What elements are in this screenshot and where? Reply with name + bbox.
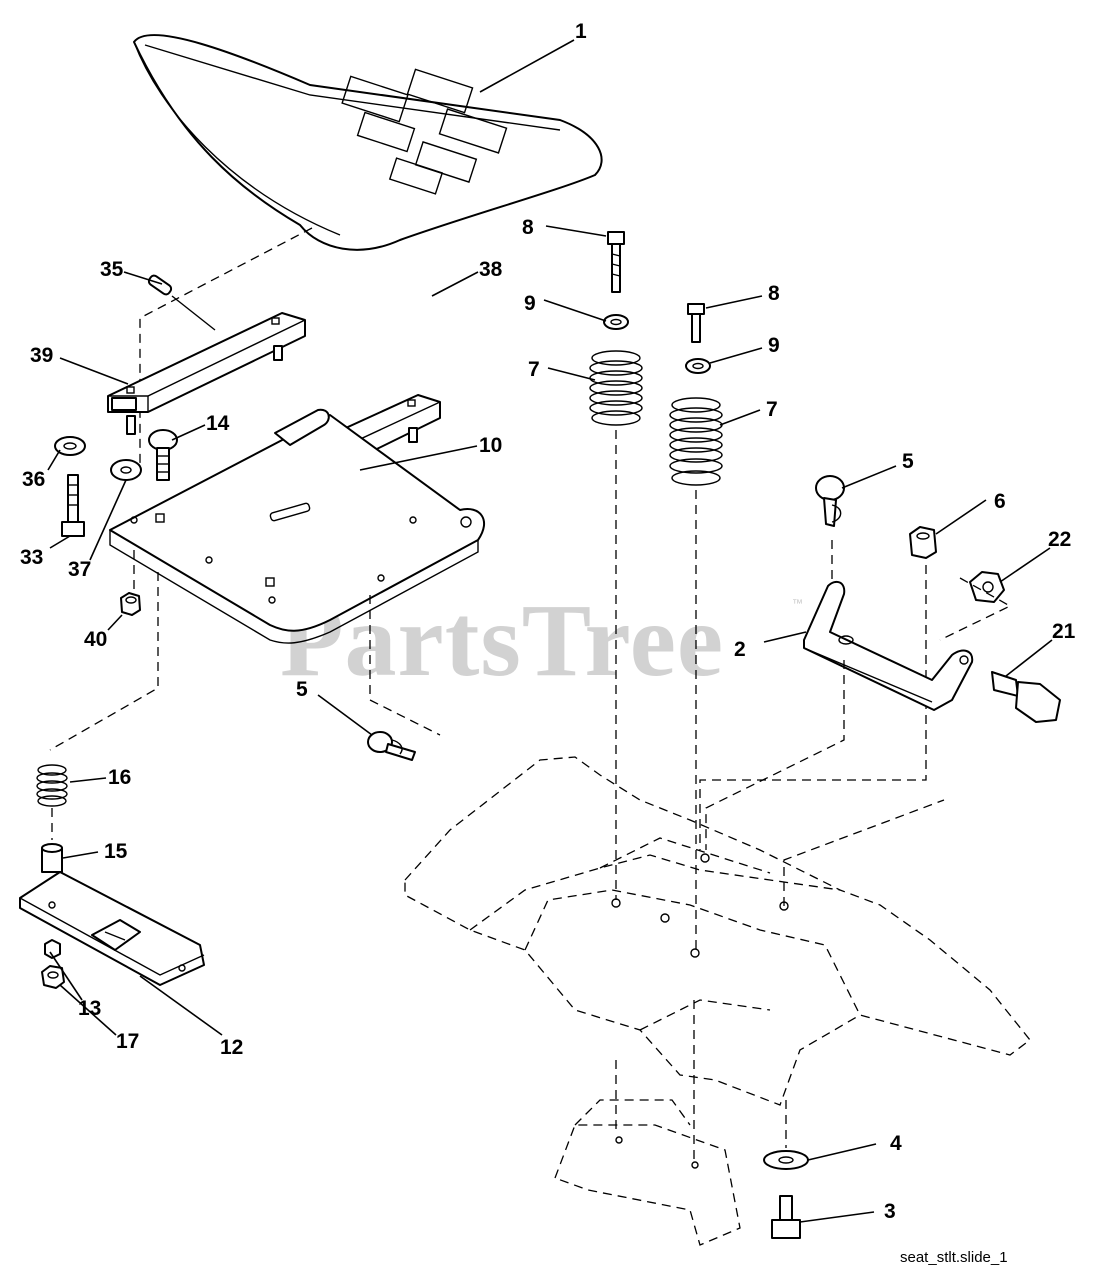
callout-16: 16 xyxy=(108,766,131,789)
callout-1: 1 xyxy=(575,20,587,43)
callout-35: 35 xyxy=(100,258,124,281)
nut-6-part[interactable] xyxy=(909,526,937,559)
callout-8-left: 8 xyxy=(522,216,534,239)
bolt-8-right-part[interactable] xyxy=(687,303,705,343)
fender-frame-outline xyxy=(404,756,1031,1106)
bolt-33-part[interactable] xyxy=(61,474,85,537)
spring-7-right-part[interactable] xyxy=(669,397,723,486)
nut-17-part[interactable] xyxy=(41,965,65,989)
bolt-8-left-part[interactable] xyxy=(607,231,625,293)
callout-9-left: 9 xyxy=(524,292,536,315)
callout-7-left: 7 xyxy=(528,358,540,381)
bolt-3-part[interactable] xyxy=(771,1195,801,1239)
callout-21: 21 xyxy=(1052,620,1076,643)
callout-40: 40 xyxy=(84,628,107,651)
knob-21-part[interactable] xyxy=(991,671,1061,723)
bushing-15-part[interactable] xyxy=(41,843,63,873)
callout-10: 10 xyxy=(479,434,502,457)
clip-right-part[interactable] xyxy=(815,475,845,527)
nut-22-part[interactable] xyxy=(969,571,1005,603)
callout-36: 36 xyxy=(22,468,45,491)
callout-13: 13 xyxy=(78,997,101,1020)
washer-9-right-part[interactable] xyxy=(685,358,711,374)
spacer-13-part[interactable] xyxy=(44,939,61,959)
callout-37: 37 xyxy=(68,558,91,581)
clip-left-part[interactable] xyxy=(367,731,416,761)
slide-label: seat_stlt.slide_1 xyxy=(900,1249,1008,1266)
callout-7-right: 7 xyxy=(766,398,778,421)
slide-rail-upper[interactable] xyxy=(107,312,306,435)
callout-12: 12 xyxy=(220,1036,243,1059)
pin-part[interactable] xyxy=(147,274,216,331)
bolt-14-part[interactable] xyxy=(148,429,178,481)
callout-5-left: 5 xyxy=(296,678,308,701)
callout-9-right: 9 xyxy=(768,334,780,357)
callout-2: 2 xyxy=(734,638,746,661)
plate-12-part[interactable] xyxy=(19,871,205,986)
callout-5-right: 5 xyxy=(902,450,914,473)
callout-14: 14 xyxy=(206,412,230,435)
leader-lines xyxy=(47,39,1053,1223)
nut-40-part[interactable] xyxy=(120,592,141,616)
washer-37-part[interactable] xyxy=(110,459,142,481)
callout-38: 38 xyxy=(479,258,503,281)
washer-9-left-part[interactable] xyxy=(603,314,629,330)
callout-6: 6 xyxy=(994,490,1006,513)
watermark-trademark: ™ xyxy=(792,598,803,610)
callout-39: 39 xyxy=(30,344,53,367)
callout-4: 4 xyxy=(890,1132,902,1155)
washer-36-part[interactable] xyxy=(54,436,86,456)
bracket-2-part[interactable] xyxy=(803,580,974,711)
callout-3: 3 xyxy=(884,1200,896,1223)
callout-33: 33 xyxy=(20,546,43,569)
seat-part[interactable] xyxy=(133,34,603,251)
spring-16-part[interactable] xyxy=(36,764,68,840)
callout-numbers: 1 35 39 14 38 10 36 33 37 40 5 16 15 13 … xyxy=(20,20,1076,1223)
seat-pan-part[interactable] xyxy=(109,408,485,644)
callout-17: 17 xyxy=(116,1030,139,1053)
callout-15: 15 xyxy=(104,840,128,863)
washer-4-part[interactable] xyxy=(763,1150,809,1170)
callout-22: 22 xyxy=(1048,528,1071,551)
spring-7-left-part[interactable] xyxy=(589,350,643,426)
callout-8-right: 8 xyxy=(768,282,780,305)
lower-mount-outline xyxy=(554,1000,741,1246)
